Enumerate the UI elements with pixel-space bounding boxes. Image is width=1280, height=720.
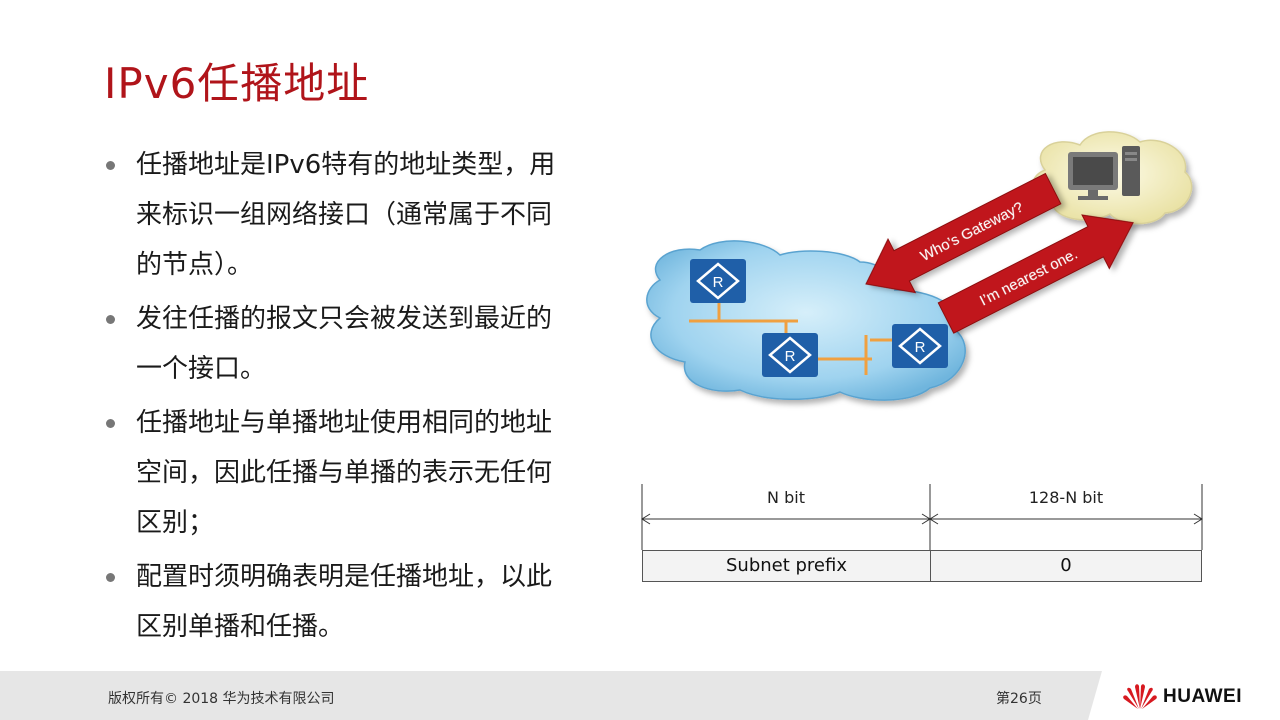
suffix-length-label: 128-N bit — [1028, 488, 1104, 507]
zero-suffix-cell: 0 — [930, 550, 1202, 582]
bullet-line: 一个接口。 — [136, 354, 267, 384]
router-label: R — [713, 274, 724, 291]
bullet-dot-icon — [106, 315, 115, 324]
bullet-line: 发往任播的报文只会被发送到最近的 — [136, 304, 553, 334]
subnet-prefix-cell: Subnet prefix — [642, 550, 931, 582]
router-links — [689, 302, 894, 375]
bullet-line: 任播地址是IPv6特有的地址类型，用 — [136, 150, 556, 180]
router-icon: R — [892, 324, 948, 368]
footer-bar: 版权所有© 2018 华为技术有限公司 第26页 HUAWEI — [0, 671, 1280, 720]
bullet-line: 区别单播和任播。 — [136, 612, 345, 642]
bullet-line: 区别； — [136, 508, 215, 538]
bullet-line: 任播地址与单播地址使用相同的地址 — [136, 408, 553, 438]
footer-slash-decoration — [1088, 671, 1280, 720]
page-number: 第26页 — [996, 691, 1042, 707]
slide-title: IPv6任播地址 — [104, 59, 370, 108]
bullet-dot-icon — [106, 419, 115, 428]
router-label: R — [915, 339, 926, 356]
bullet-list: 任播地址是IPv6特有的地址类型，用 来标识一组网络接口（通常属于不同 的节点）… — [104, 140, 624, 656]
copyright-text: 版权所有© 2018 华为技术有限公司 — [108, 691, 335, 707]
address-format: N bit 128-N bit Subnet prefix 0 — [642, 484, 1202, 584]
computer-icon — [1068, 146, 1140, 200]
brand-name: HUAWEI — [1163, 686, 1242, 707]
bullet-item: 任播地址是IPv6特有的地址类型，用 来标识一组网络接口（通常属于不同 的节点）… — [104, 140, 624, 290]
router-icon: R — [762, 333, 818, 377]
bullet-dot-icon — [106, 161, 115, 170]
bullet-line: 来标识一组网络接口（通常属于不同 — [136, 200, 553, 230]
bullet-item: 任播地址与单播地址使用相同的地址 空间，因此任播与单播的表示无任何 区别； — [104, 398, 624, 548]
huawei-logo-icon — [1123, 684, 1157, 709]
bullet-dot-icon — [106, 573, 115, 582]
bullet-item: 配置时须明确表明是任播地址，以此 区别单播和任播。 — [104, 552, 624, 652]
prefix-length-label: N bit — [767, 488, 805, 507]
bullet-line: 配置时须明确表明是任播地址，以此 — [136, 562, 553, 592]
bullet-item: 发往任播的报文只会被发送到最近的 一个接口。 — [104, 294, 624, 394]
router-label: R — [785, 348, 796, 365]
bullet-line: 的节点）。 — [136, 250, 254, 280]
address-format-lines — [641, 484, 1203, 550]
router-icon: R — [690, 259, 746, 303]
bullet-line: 空间，因此任播与单播的表示无任何 — [136, 458, 553, 488]
